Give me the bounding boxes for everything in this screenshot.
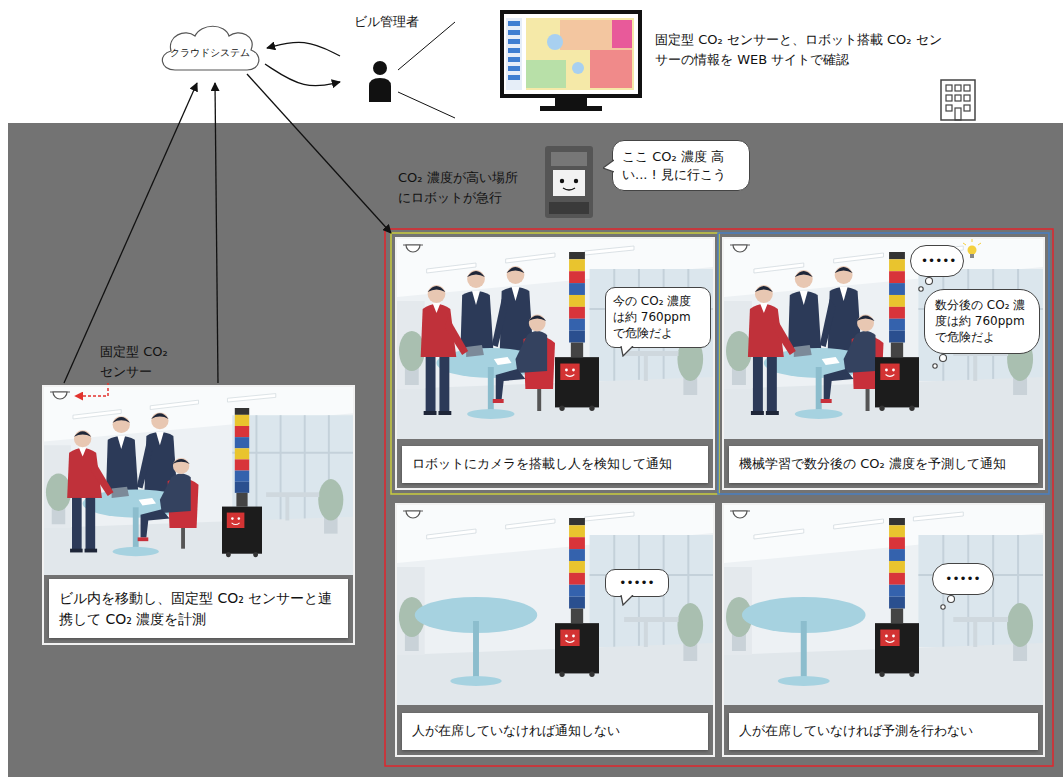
node-text: 数分後の CO₂ 濃度は約 760ppm で危険だよ [935,297,1029,346]
edge-label-text: CO₂ 濃度が高い場所にロボットが急行 [398,168,522,207]
cloud-node: クラウドシステム [155,18,265,80]
scene-panel: ロボットにカメラを搭載し人を検知して通知 今の CO₂ 濃度は約 760ppm で… [395,237,715,490]
highlight-frame [391,233,719,494]
monitor-icon [500,10,642,111]
bubble-tail [620,595,634,606]
robot-icon [545,146,593,218]
node-text: 今の CO₂ 濃度は約 760ppm で危険だよ [613,293,703,342]
sight-lines [398,22,455,118]
speech-bubble: 今の CO₂ 濃度は約 760ppm で危険だよ [605,287,711,348]
scene-panel: ビル内を移動し、固定型 CO₂ センサーと連携して CO₂ 濃度を計測 [42,385,355,645]
node-text: ••••• [613,575,661,591]
node-text: ••••• [943,571,983,587]
connector-arrow [247,74,391,233]
note-label: 固定型 CO₂ センサー [100,342,184,381]
edge-label: CO₂ 濃度が高い場所にロボットが急行 [398,168,522,207]
scene-panel: 機械学習で数分後の CO₂ 濃度を予測して通知 ••••• 数分後の CO₂ 濃度は… [722,237,1045,490]
node-text: ビル管理者 [344,14,428,31]
scene-illustration [44,239,1043,705]
node-text: ここ CO₂ 濃度 高い... ! 見に行こう [622,148,740,183]
note-text: 固定型 CO₂ センサーと、ロボット搭載 CO₂ センサーの情報を WEB サイ… [655,30,945,69]
bubble-tail [620,346,634,357]
panel-caption: ビル内を移動し、固定型 CO₂ センサーと連携して CO₂ 濃度を計測 [49,579,348,638]
panel-caption: ロボットにカメラを搭載し人を検知して通知 [402,446,708,483]
bubble-tail [929,353,951,370]
group-frame [385,229,1053,766]
lightbulb-icon [963,239,981,258]
ground-band [8,123,1063,777]
thought-bubble: ••••• [910,245,964,277]
bubble-tail [603,159,614,173]
note-label: 固定型 CO₂ センサーと、ロボット搭載 CO₂ センサーの情報を WEB サイ… [655,30,945,69]
scene-panel: 人が在席していなければ予測を行わない ••••• [722,503,1045,757]
node-text: クラウドシステム [170,47,250,59]
thought-bubble: ••••• [932,563,994,595]
ceiling-sensor [50,245,750,518]
building-icon [941,80,975,120]
note-text: 固定型 CO₂ センサー [100,342,184,381]
bubble-tail [937,594,959,611]
scene-panel: 人が在席していなければ通知しない ••••• [395,503,715,757]
speech-bubble: ここ CO₂ 濃度 高い... ! 見に行こう [612,140,750,191]
node-text: ••••• [921,253,953,269]
highlight-frame [718,233,1049,494]
thought-bubble: 数分後の CO₂ 濃度は約 760ppm で危険だよ [924,289,1040,354]
speech-bubble: ••••• [605,569,669,597]
actor-label: ビル管理者 [344,14,428,122]
connector-arrow [215,83,218,383]
connector-arrow [267,42,340,56]
panel-caption: 人が在席していなければ予測を行わない [729,713,1038,750]
panel-caption: 人が在席していなければ通知しない [402,713,708,750]
panel-caption: 機械学習で数分後の CO₂ 濃度を予測して通知 [729,446,1038,483]
connector-arrow [64,83,197,383]
connector-arrow [265,64,340,86]
person-icon [369,61,391,102]
